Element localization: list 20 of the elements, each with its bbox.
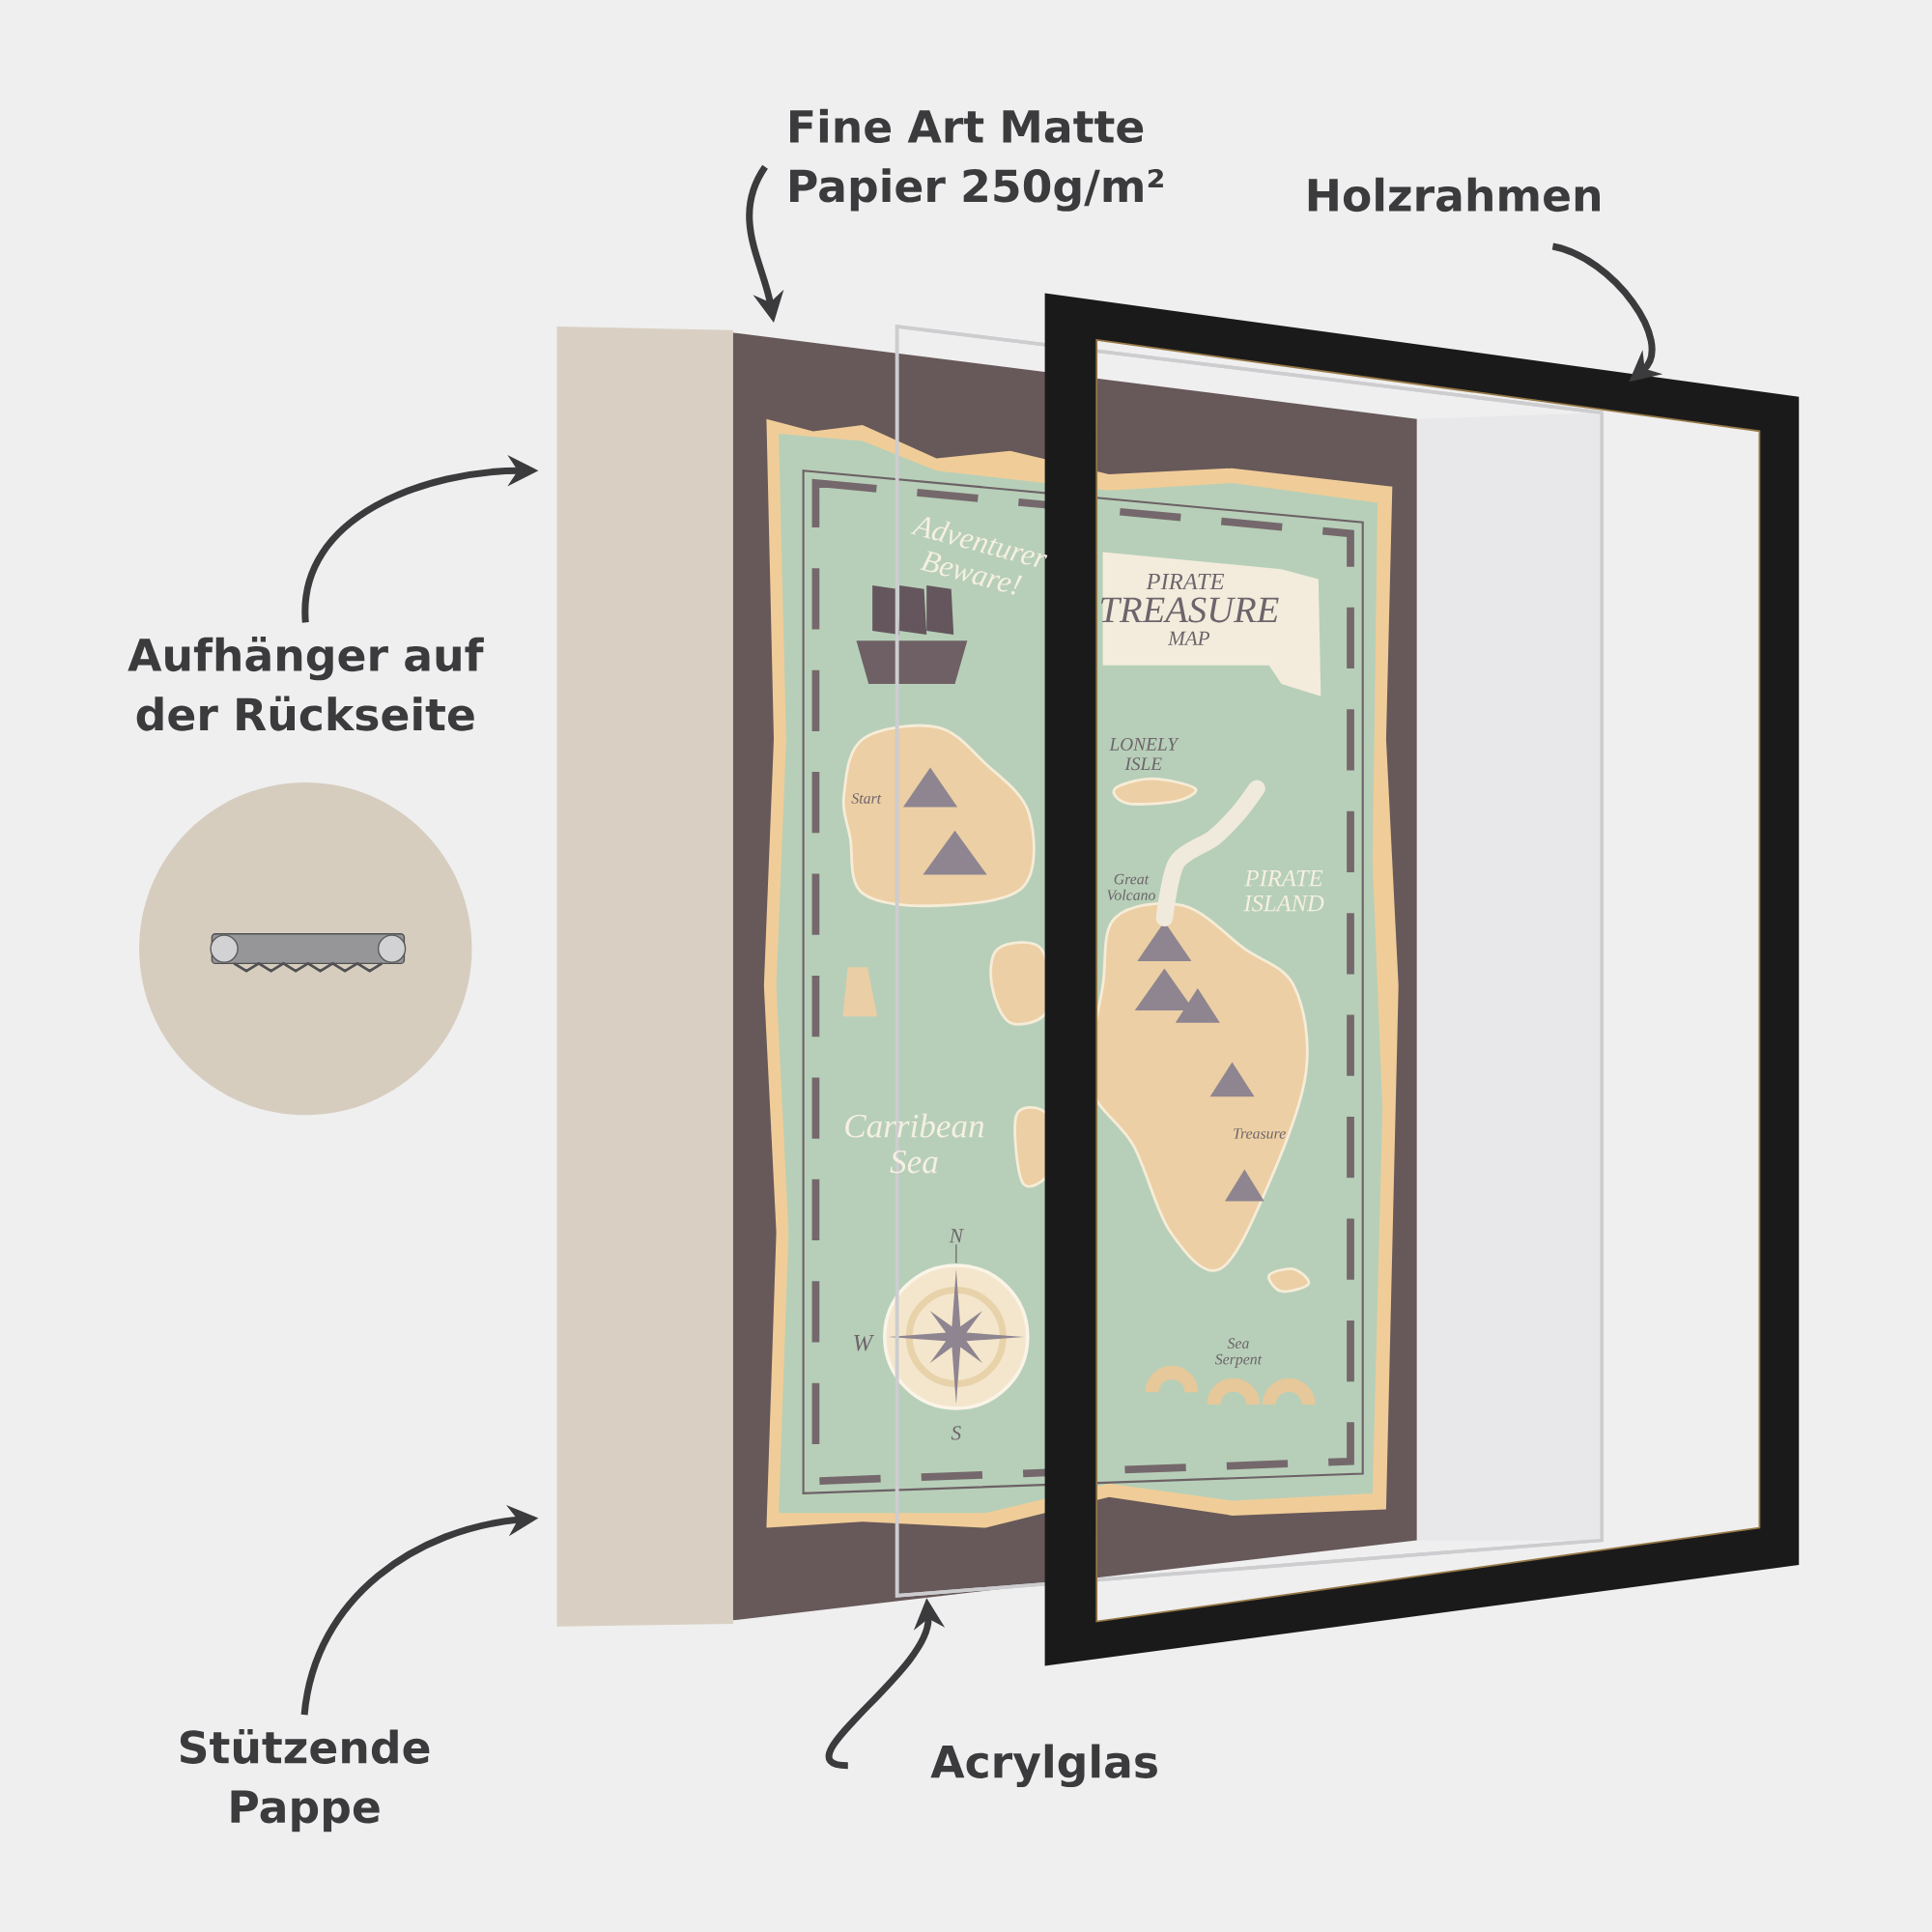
map-label: Carribean Sea (845, 1113, 984, 1174)
callout-label: Stützende Pappe (180, 1728, 430, 1833)
callout-label: Acrylglas (930, 1744, 1157, 1788)
callout-label: Fine Art Matte Papier 250g/m² (790, 108, 1163, 212)
callout-label: Aufhänger auf der Rückseite (128, 637, 484, 731)
map-label: W (854, 1335, 874, 1351)
callout-label: Holzrahmen (1308, 177, 1600, 213)
map-label: MAP (1168, 631, 1210, 645)
map-label: S (951, 1426, 961, 1440)
map-label: LONELY ISLE (1109, 737, 1179, 771)
map-label: TREASURE (1101, 597, 1279, 623)
map-label: Adventurer Beware! (910, 517, 1048, 595)
map-label: Great Volcano (1107, 873, 1155, 900)
map-label: PIRATE ISLAND (1243, 870, 1324, 912)
map-label: Start (851, 793, 882, 804)
map-label: N (949, 1229, 964, 1243)
map-label: Treasure (1234, 1128, 1286, 1139)
map-label: PIRATE (1146, 573, 1225, 590)
cardboard-sheet (556, 327, 733, 1627)
map-label: Sea Serpent (1214, 1338, 1263, 1368)
